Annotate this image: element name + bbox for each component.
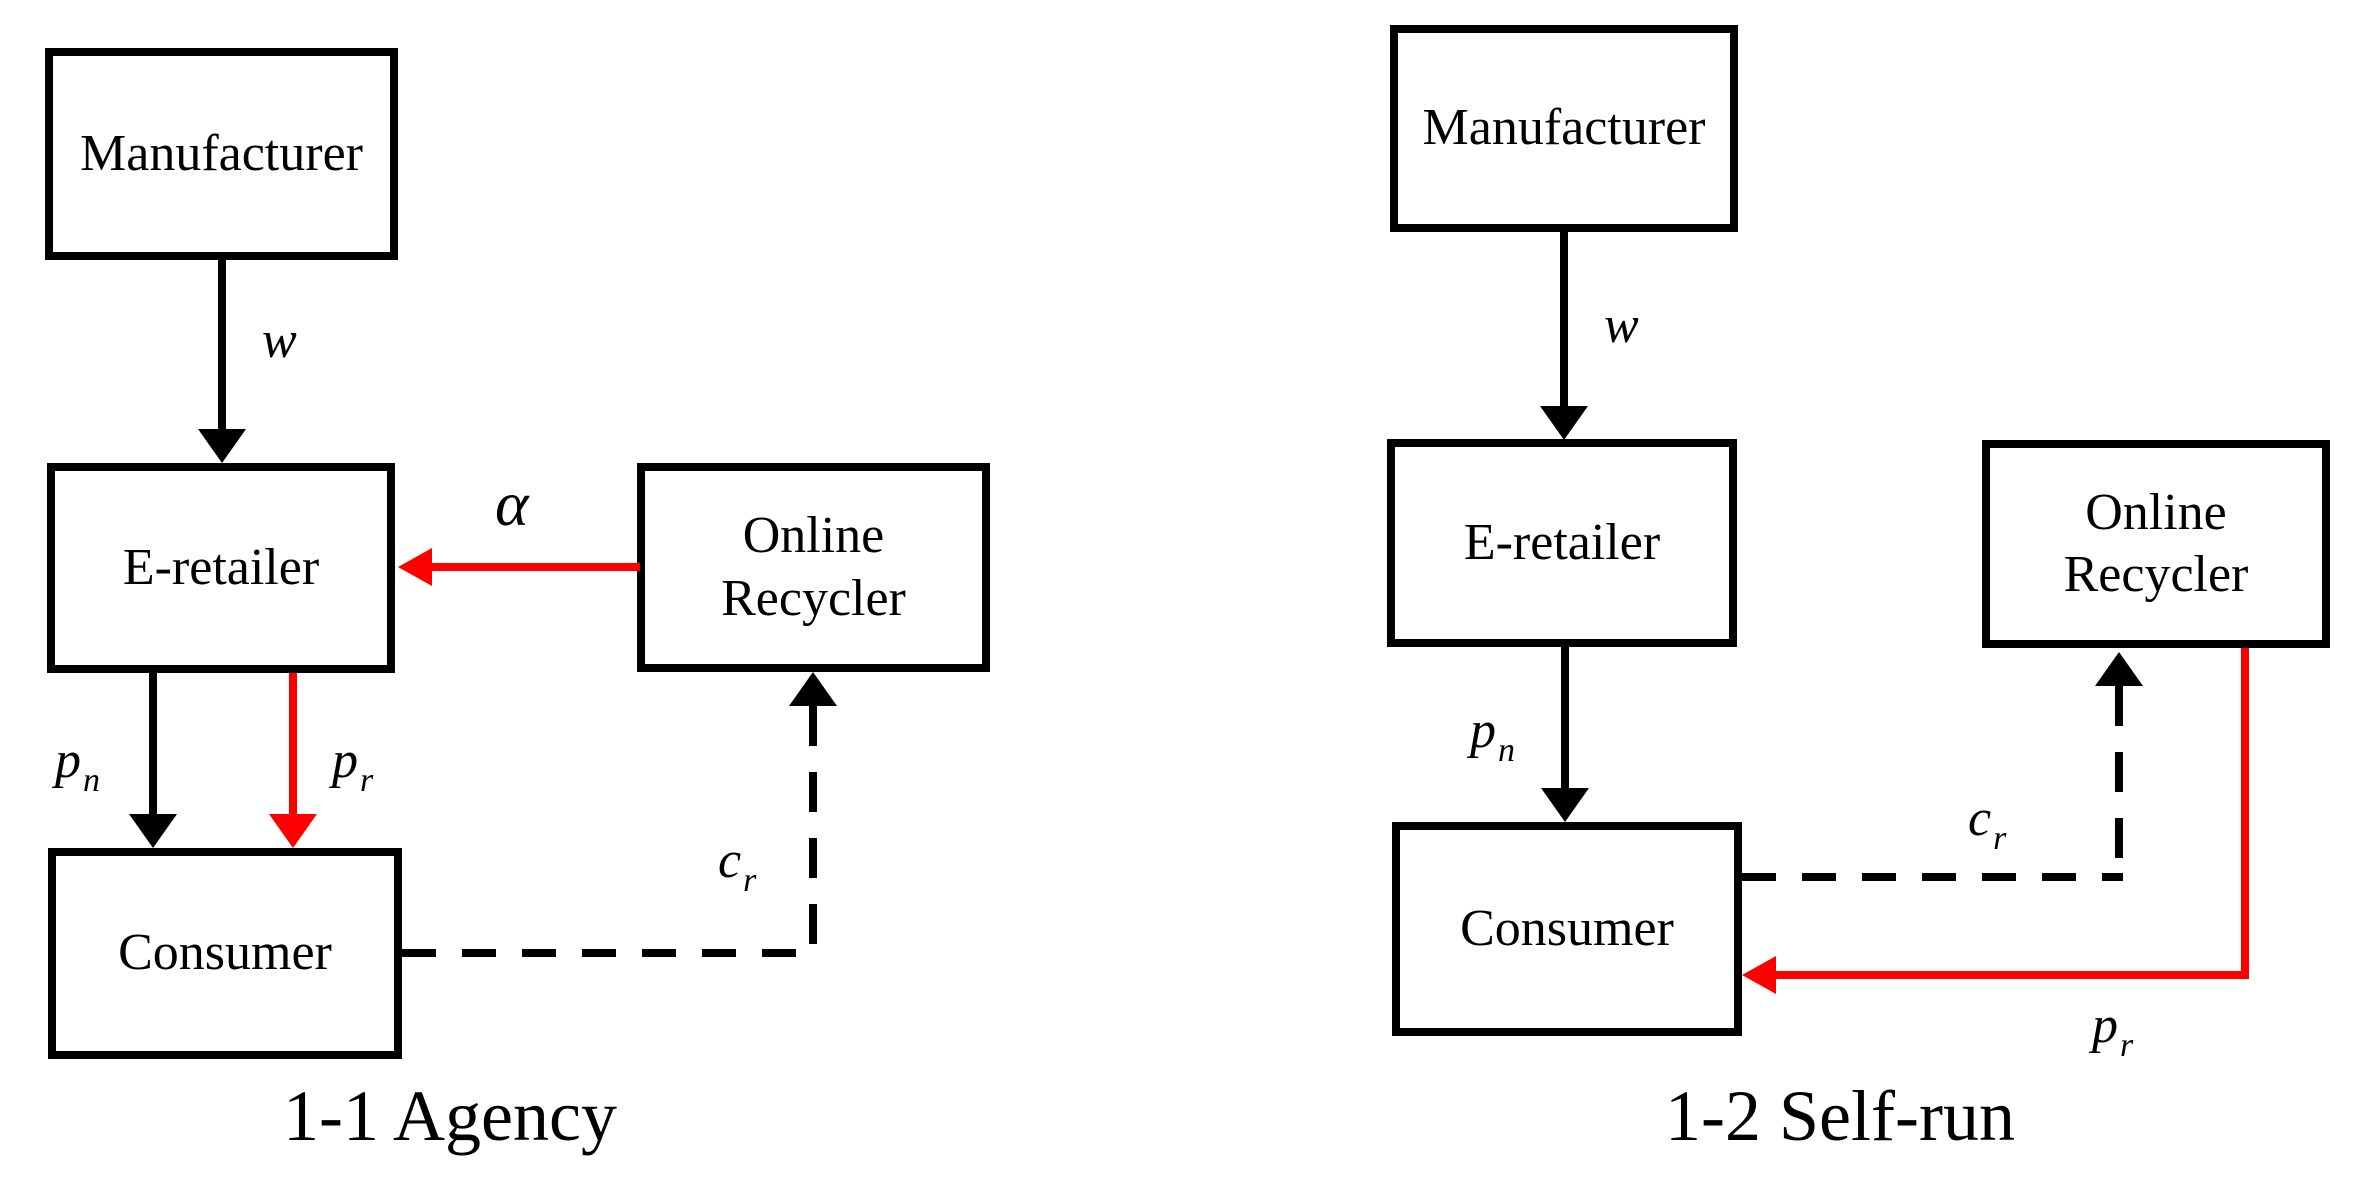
- agency-caption: 1-1 Agency: [283, 1076, 617, 1156]
- agency-online-recycler-label: Online Recycler: [721, 505, 906, 630]
- selfrun-pn-label-main: p: [1470, 702, 1496, 759]
- agency-pr-label: pr: [332, 732, 373, 798]
- agency-consumer-box: Consumer: [48, 848, 402, 1059]
- agency-manufacturer-box: Manufacturer: [45, 48, 398, 260]
- agency-alpha-label: α: [495, 468, 529, 539]
- agency-cr-label-main: c: [718, 832, 742, 889]
- selfrun-consumer-label: Consumer: [1460, 899, 1674, 957]
- agency-w-arrow-line: [218, 260, 226, 432]
- agency-e-retailer-box: E-retailer: [47, 463, 395, 673]
- agency-pn-label-main: p: [55, 732, 81, 789]
- agency-w-label: w: [262, 312, 297, 369]
- selfrun-e-retailer-label: E-retailer: [1463, 513, 1661, 571]
- agency-pr-label-main: p: [332, 732, 358, 789]
- selfrun-cr-arrowhead: [2095, 652, 2143, 686]
- selfrun-w-arrowhead: [1540, 406, 1588, 440]
- selfrun-cr-label: cr: [1968, 790, 2006, 856]
- selfrun-pn-label-sub: n: [1498, 732, 1515, 769]
- agency-pn-label: pn: [55, 732, 100, 798]
- selfrun-online-recycler-label-line2: Recycler: [2063, 546, 2249, 603]
- agency-pr-arrow-line: [289, 673, 297, 816]
- agency-consumer-label: Consumer: [118, 924, 332, 982]
- selfrun-pn-arrow-line: [1561, 647, 1569, 788]
- selfrun-online-recycler-box: Online Recycler: [1982, 440, 2330, 648]
- selfrun-pr-label: pr: [2092, 997, 2133, 1063]
- selfrun-consumer-box: Consumer: [1392, 822, 1742, 1036]
- selfrun-pr-label-sub: r: [2120, 1027, 2134, 1064]
- agency-alpha-arrowhead: [398, 548, 432, 586]
- selfrun-pn-arrowhead: [1541, 788, 1589, 822]
- agency-cr-dashed-line-vertical: [809, 706, 817, 953]
- selfrun-pn-label: pn: [1470, 702, 1515, 768]
- agency-pn-arrowhead: [129, 814, 177, 848]
- agency-cr-label-sub: r: [743, 862, 757, 899]
- selfrun-manufacturer-box: Manufacturer: [1390, 25, 1738, 232]
- agency-pn-label-sub: n: [83, 762, 100, 799]
- selfrun-cr-label-sub: r: [1993, 820, 2007, 857]
- selfrun-online-recycler-label-line1: Online: [2085, 483, 2227, 541]
- agency-cr-label: cr: [718, 832, 756, 898]
- selfrun-pr-arrowhead: [1742, 956, 1776, 994]
- selfrun-cr-dashed-line-horizontal: [1742, 873, 2123, 881]
- agency-pn-arrow-line: [149, 673, 157, 816]
- agency-cr-arrowhead: [789, 672, 837, 706]
- selfrun-e-retailer-box: E-retailer: [1387, 439, 1737, 647]
- agency-online-recycler-label-line2: Recycler: [721, 569, 906, 627]
- selfrun-caption: 1-2 Self-run: [1665, 1076, 2015, 1156]
- selfrun-pr-arrow-line-horizontal: [1776, 971, 2249, 979]
- selfrun-pr-label-main: p: [2092, 997, 2118, 1054]
- selfrun-cr-label-main: c: [1968, 790, 1992, 847]
- selfrun-pr-arrow-line-vertical: [2241, 648, 2249, 979]
- agency-online-recycler-box: Online Recycler: [637, 463, 990, 672]
- agency-pr-arrowhead: [269, 814, 317, 848]
- selfrun-online-recycler-label: Online Recycler: [2064, 482, 2249, 607]
- selfrun-w-arrow-line: [1560, 232, 1568, 406]
- agency-cr-dashed-line-horizontal: [402, 949, 817, 957]
- agency-e-retailer-label: E-retailer: [122, 538, 320, 596]
- agency-w-arrowhead: [198, 429, 246, 463]
- agency-alpha-arrow-line: [430, 563, 640, 571]
- agency-pr-label-sub: r: [360, 762, 374, 799]
- agency-online-recycler-label-line1: Online: [742, 507, 885, 565]
- selfrun-manufacturer-label: Manufacturer: [1422, 99, 1706, 157]
- selfrun-w-label: w: [1604, 297, 1639, 354]
- agency-manufacturer-label: Manufacturer: [80, 124, 363, 182]
- selfrun-cr-dashed-line-vertical: [2115, 686, 2123, 877]
